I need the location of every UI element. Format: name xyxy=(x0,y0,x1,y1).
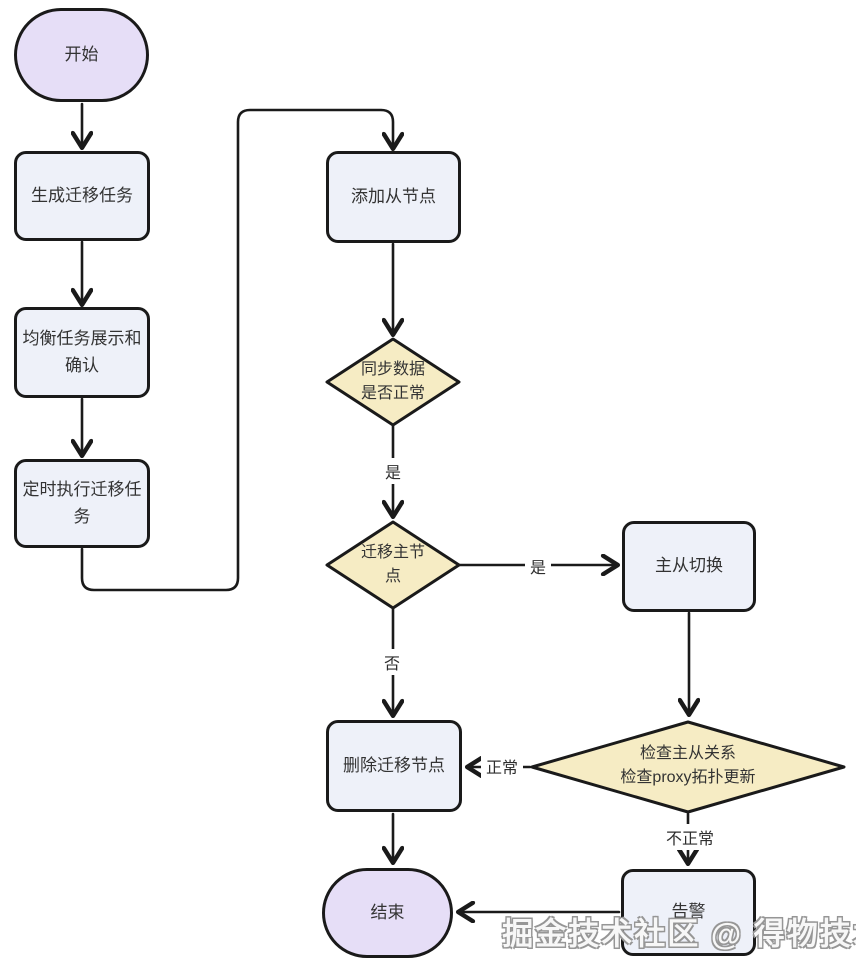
edge-label-check-abnormal: 不正常 xyxy=(660,824,720,850)
decision-migrate-master-shape xyxy=(325,520,461,610)
decision-sync-check-shape xyxy=(325,337,461,427)
node-add-slave-label: 添加从节点 xyxy=(351,186,436,206)
decision-sync-check-line1: 同步数据 xyxy=(360,361,426,378)
edge-label-sync-yes: 是 xyxy=(379,458,407,484)
node-balance-confirm: 均衡任务展示和 确认 xyxy=(14,307,150,398)
decision-migrate-master-line1: 迁移主节 xyxy=(360,544,426,561)
node-balance-confirm-line2: 确认 xyxy=(65,355,99,375)
watermark-text: 掘金技术社区 @ 得物技术 xyxy=(502,916,856,952)
node-start: 开始 xyxy=(14,8,149,102)
node-scheduled-execute-line2: 务 xyxy=(73,506,91,526)
node-generate-task: 生成迁移任务 xyxy=(14,151,150,241)
node-balance-confirm-line1: 均衡任务展示和 xyxy=(22,329,142,349)
node-scheduled-execute-line1: 定时执行迁移任 xyxy=(22,480,142,500)
node-delete-node-label: 删除迁移节点 xyxy=(343,755,445,775)
edge-label-check-normal: 正常 xyxy=(480,753,524,779)
decision-migrate-master-line2: 点 xyxy=(384,568,402,585)
node-alert-label: 告警 xyxy=(671,902,706,922)
decision-sync-check-line2: 是否正常 xyxy=(360,385,426,402)
node-master-slave-switch-label: 主从切换 xyxy=(655,556,723,576)
node-scheduled-execute: 定时执行迁移任 务 xyxy=(14,459,150,548)
edge-label-migrate-yes: 是 xyxy=(524,553,552,579)
node-master-slave-switch: 主从切换 xyxy=(622,521,756,612)
node-add-slave: 添加从节点 xyxy=(326,151,461,243)
node-end: 结束 xyxy=(322,868,453,958)
decision-check-topology-shape xyxy=(530,720,846,814)
decision-check-topology-line2: 检查proxy拓扑更新 xyxy=(620,769,756,786)
node-alert: 告警 xyxy=(621,869,756,956)
decision-check-topology-text: 检查主从关系 检查proxy拓扑更新 xyxy=(620,742,755,790)
decision-migrate-master-text: 迁移主节 点 xyxy=(361,541,425,589)
edge-label-migrate-no: 否 xyxy=(378,649,406,675)
node-delete-node: 删除迁移节点 xyxy=(326,720,462,812)
node-start-label: 开始 xyxy=(64,44,99,64)
node-end-label: 结束 xyxy=(370,902,405,922)
decision-sync-check-text: 同步数据 是否正常 xyxy=(361,358,425,406)
node-generate-task-label: 生成迁移任务 xyxy=(31,185,133,205)
edge-scheduled-to-addslave xyxy=(80,108,393,592)
decision-check-topology-line1: 检查主从关系 xyxy=(639,745,737,762)
